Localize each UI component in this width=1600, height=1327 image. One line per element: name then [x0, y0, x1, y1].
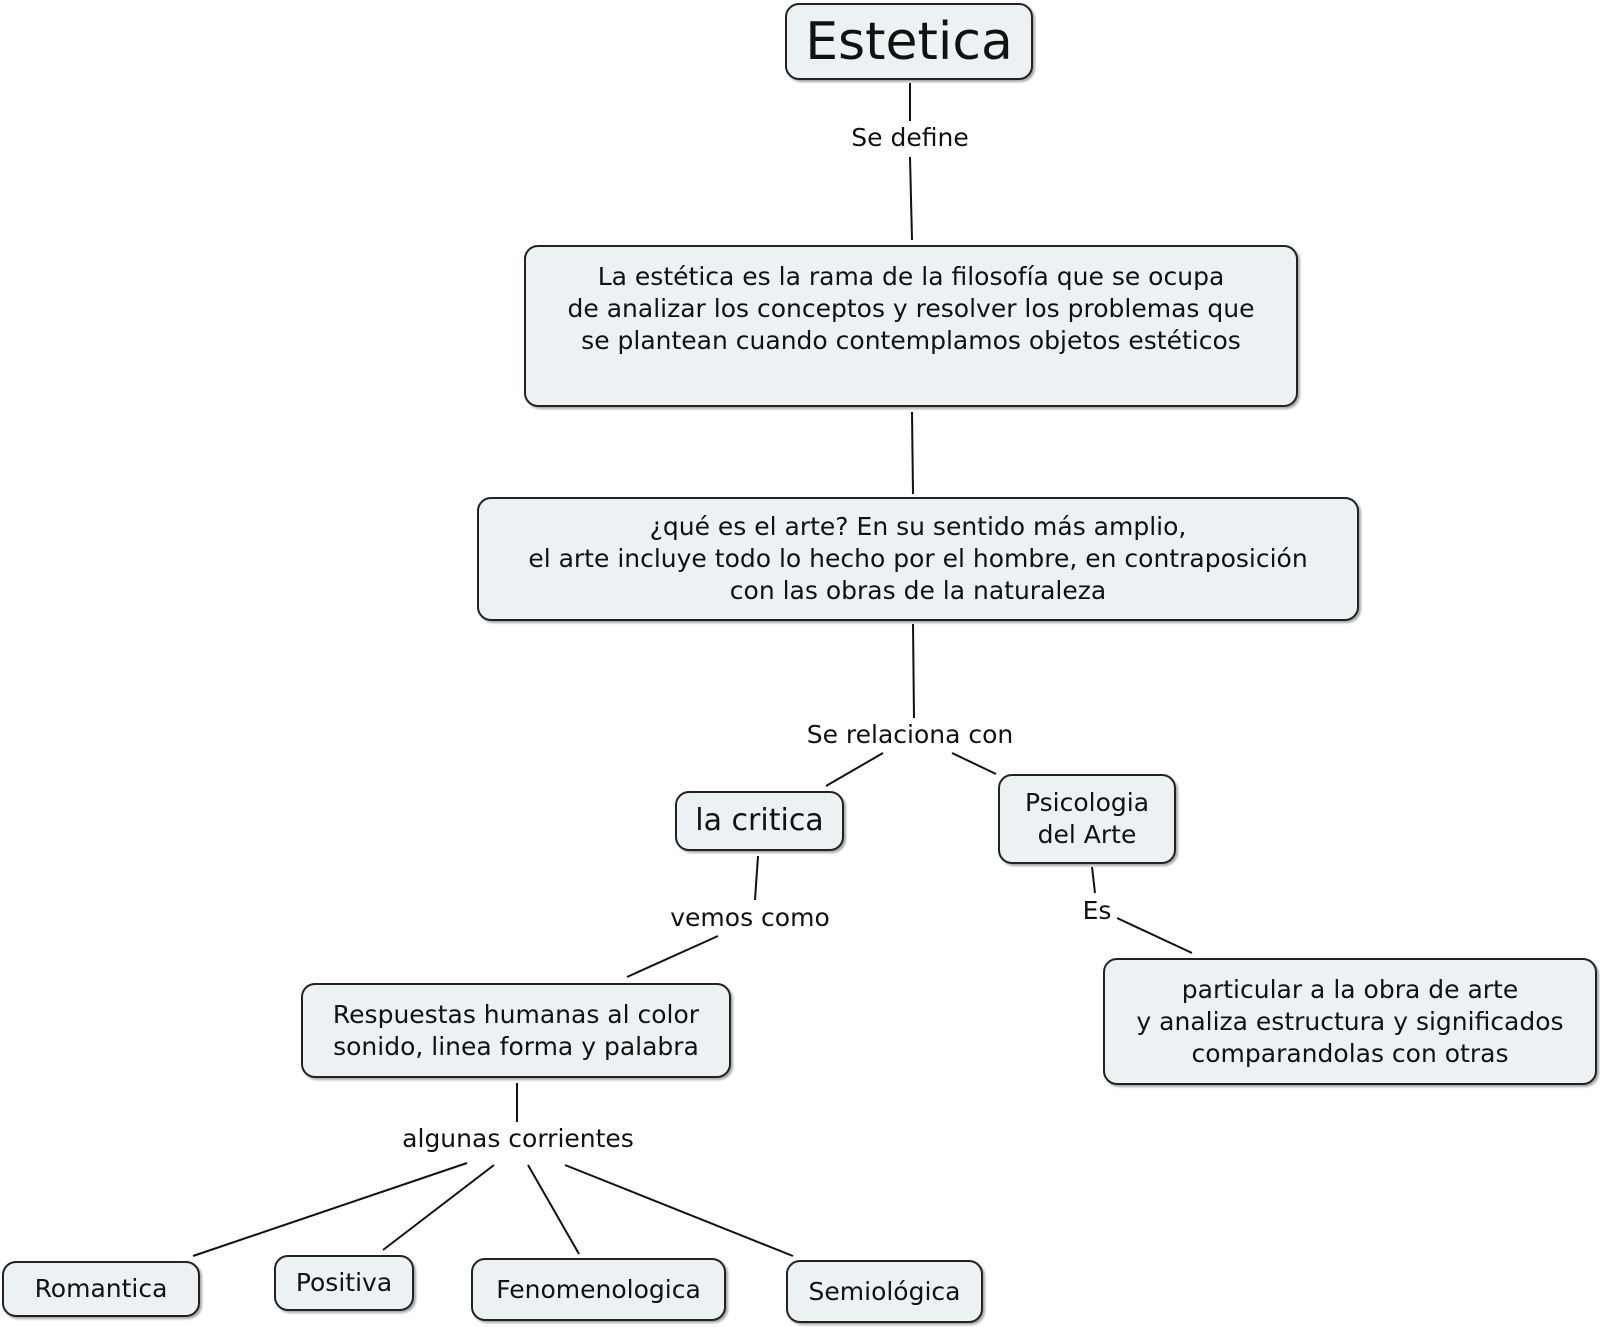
definition-node: La estética es la rama de la filosofía q… [524, 245, 1298, 407]
connector-psicologia-to-label-es [1091, 866, 1096, 894]
arte-node: ¿qué es el arte? En su sentido más ampli… [477, 497, 1359, 621]
connector-label-vemos-to-respuestas [626, 935, 719, 978]
link-label-algunas-corrientes: algunas corrientes [387, 1124, 649, 1154]
positiva-node: Positiva [274, 1255, 414, 1311]
connector-critica-to-label-vemos [754, 855, 759, 901]
critica-node: la critica [675, 791, 844, 851]
connector-corrientes-to-semiologica [564, 1164, 794, 1257]
link-label-vemos-como: vemos como [660, 903, 840, 933]
fenomenologica-node: Fenomenologica [471, 1258, 726, 1321]
romantica-node: Romantica [2, 1261, 200, 1317]
connector-label-es-to-particular [1116, 917, 1193, 954]
link-label-es: Es [1077, 896, 1117, 926]
semiologica-node: Semiológica [786, 1260, 983, 1323]
connector-label-relaciona-to-critica [825, 752, 884, 787]
link-label-se-define: Se define [845, 123, 975, 153]
psicologia-del-arte-node: Psicologia del Arte [998, 774, 1176, 864]
connector-label-relaciona-to-psicologia [951, 752, 997, 775]
connector-definition-to-arte [911, 411, 914, 495]
connector-corrientes-to-romantica [192, 1162, 468, 1257]
respuestas-humanas-node: Respuestas humanas al color sonido, line… [301, 983, 731, 1078]
connector-corrientes-to-positiva [382, 1164, 495, 1251]
particular-obra-node: particular a la obra de arte y analiza e… [1103, 958, 1597, 1085]
connector-corrientes-to-fenomenologica [527, 1164, 580, 1255]
link-label-se-relaciona-con: Se relaciona con [795, 720, 1025, 750]
root-node-estetica: Estetica [785, 3, 1033, 80]
connector-arte-to-label-relaciona [912, 623, 915, 719]
connector-label-define-to-definition [909, 156, 913, 241]
